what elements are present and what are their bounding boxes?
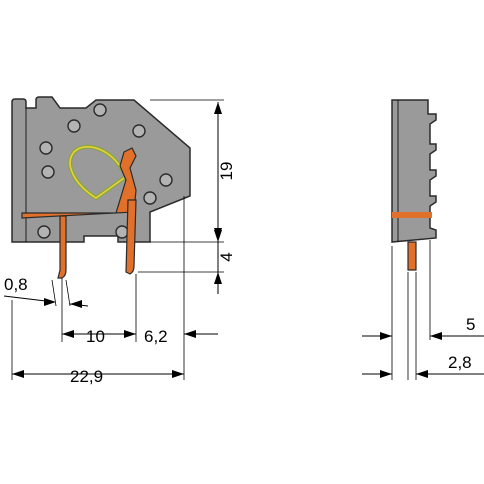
solder-pin-left [57, 215, 67, 279]
hole [41, 165, 55, 179]
front-view [11, 96, 191, 279]
dim-side-pin-offset-label: 2,8 [448, 353, 472, 372]
hole [132, 124, 146, 138]
hole [93, 103, 107, 117]
dim-height-body-label: 19 [217, 162, 236, 181]
busbar [21, 147, 137, 219]
dim-side-offset-label: 5 [466, 315, 475, 334]
dim-pin-spacing-label: 10 [86, 327, 105, 346]
side-housing [391, 99, 437, 243]
hole [37, 225, 51, 239]
dim-pin-thickness-label: 0,8 [4, 275, 28, 294]
dim-side-offset: 5 [362, 315, 484, 340]
dim-side-pin-offset: 2,8 [362, 353, 484, 378]
side-busbar [392, 212, 432, 218]
hole [115, 225, 129, 239]
front-extension-lines [11, 99, 224, 380]
clamp-spring-highlight [69, 146, 125, 199]
front-holes [37, 103, 173, 239]
hole [67, 119, 81, 133]
side-extension-lines [391, 240, 431, 380]
solder-pin-right [125, 199, 137, 275]
dim-pin-thickness: 0,8 [3, 275, 89, 308]
dim-height-pin: 4 [214, 220, 236, 294]
dim-pin-spacing: 10 [62, 327, 136, 346]
side-pin [407, 241, 417, 271]
hole [39, 141, 53, 155]
dim-overall-width-label: 22,9 [70, 367, 103, 386]
dim-pin-offset-label: 6,2 [144, 327, 168, 346]
hole [143, 191, 157, 205]
front-housing [11, 96, 191, 243]
hole [159, 173, 173, 187]
side-view [391, 99, 437, 271]
dim-height-body: 19 [214, 102, 236, 240]
dim-pin-offset: 6,2 [144, 327, 218, 346]
dim-overall-width: 22,9 [12, 367, 184, 386]
dim-height-pin-label: 4 [217, 252, 236, 261]
